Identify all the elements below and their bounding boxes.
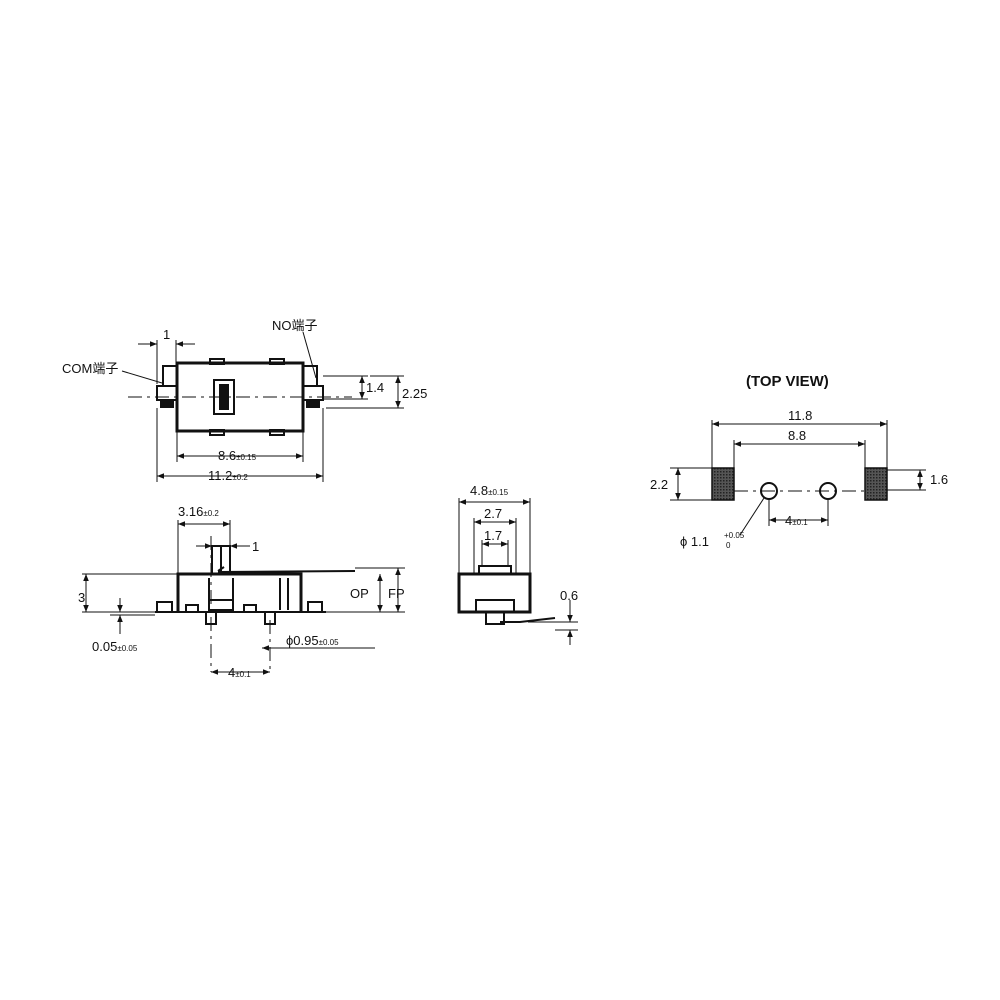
side-view: 3.16±0.2 1 3 0.05±0.05 OP FP ϕ0.95±0.05 … [78, 504, 405, 680]
dim-1-6: 1.6 [930, 472, 948, 487]
dim-11-2: 11.2±0.2 [208, 468, 248, 483]
end-view: 4.8±0.15 2.7 1.7 0.6 [457, 483, 578, 645]
op-label: OP [350, 586, 369, 601]
fp-label: FP [388, 586, 405, 601]
dim-hole-tol-upper: +0.05 [724, 531, 745, 540]
end-body-outline [457, 572, 532, 614]
dim-1-side: 1 [252, 539, 259, 554]
dim-2-25: 2.25 [402, 386, 427, 401]
dim-0-6: 0.6 [560, 588, 578, 603]
dim-hole-diameter: ϕ 1.1 [680, 534, 709, 549]
left-solder-pad [711, 467, 735, 501]
front-view: COM端子 NO端子 1 1.4 2.25 8.6±0.15 11.2±0.2 [62, 318, 427, 483]
top-view-title: (TOP VIEW) [746, 373, 829, 390]
dim-hole-tol-lower: 0 [726, 541, 731, 550]
no-terminal-shape [303, 365, 318, 387]
dim-11-8: 11.8 [788, 408, 812, 423]
end-plunger [478, 565, 512, 575]
dim-1-7: 1.7 [484, 528, 502, 543]
dim-3: 3 [78, 590, 85, 605]
right-solder-pad [864, 467, 888, 501]
side-body-outline [176, 572, 303, 612]
dim-pin-diameter: ϕ0.95±0.05 [286, 633, 339, 648]
dim-2-2: 2.2 [650, 477, 668, 492]
dim-8-6: 8.6±0.15 [218, 448, 257, 463]
dim-3-16: 3.16±0.2 [178, 504, 219, 519]
top-view: (TOP VIEW) 11.8 8.8 2.2 1.6 [650, 373, 948, 550]
dim-4-8: 4.8±0.15 [470, 483, 509, 498]
no-terminal-label: NO端子 [272, 318, 318, 333]
dim-1-4: 1.4 [366, 380, 384, 395]
dim-4-top: 4±0.1 [785, 513, 808, 528]
com-terminal-label: COM端子 [62, 361, 118, 376]
dim-1-top: 1 [163, 327, 170, 342]
actuator-slot [219, 384, 229, 410]
dim-8-8: 8.8 [788, 428, 806, 443]
com-terminal-shape [162, 365, 177, 387]
dim-2-7: 2.7 [484, 506, 502, 521]
dim-4-side: 4±0.1 [228, 665, 251, 680]
dim-0-05: 0.05±0.05 [92, 639, 138, 654]
side-lever [217, 566, 356, 573]
